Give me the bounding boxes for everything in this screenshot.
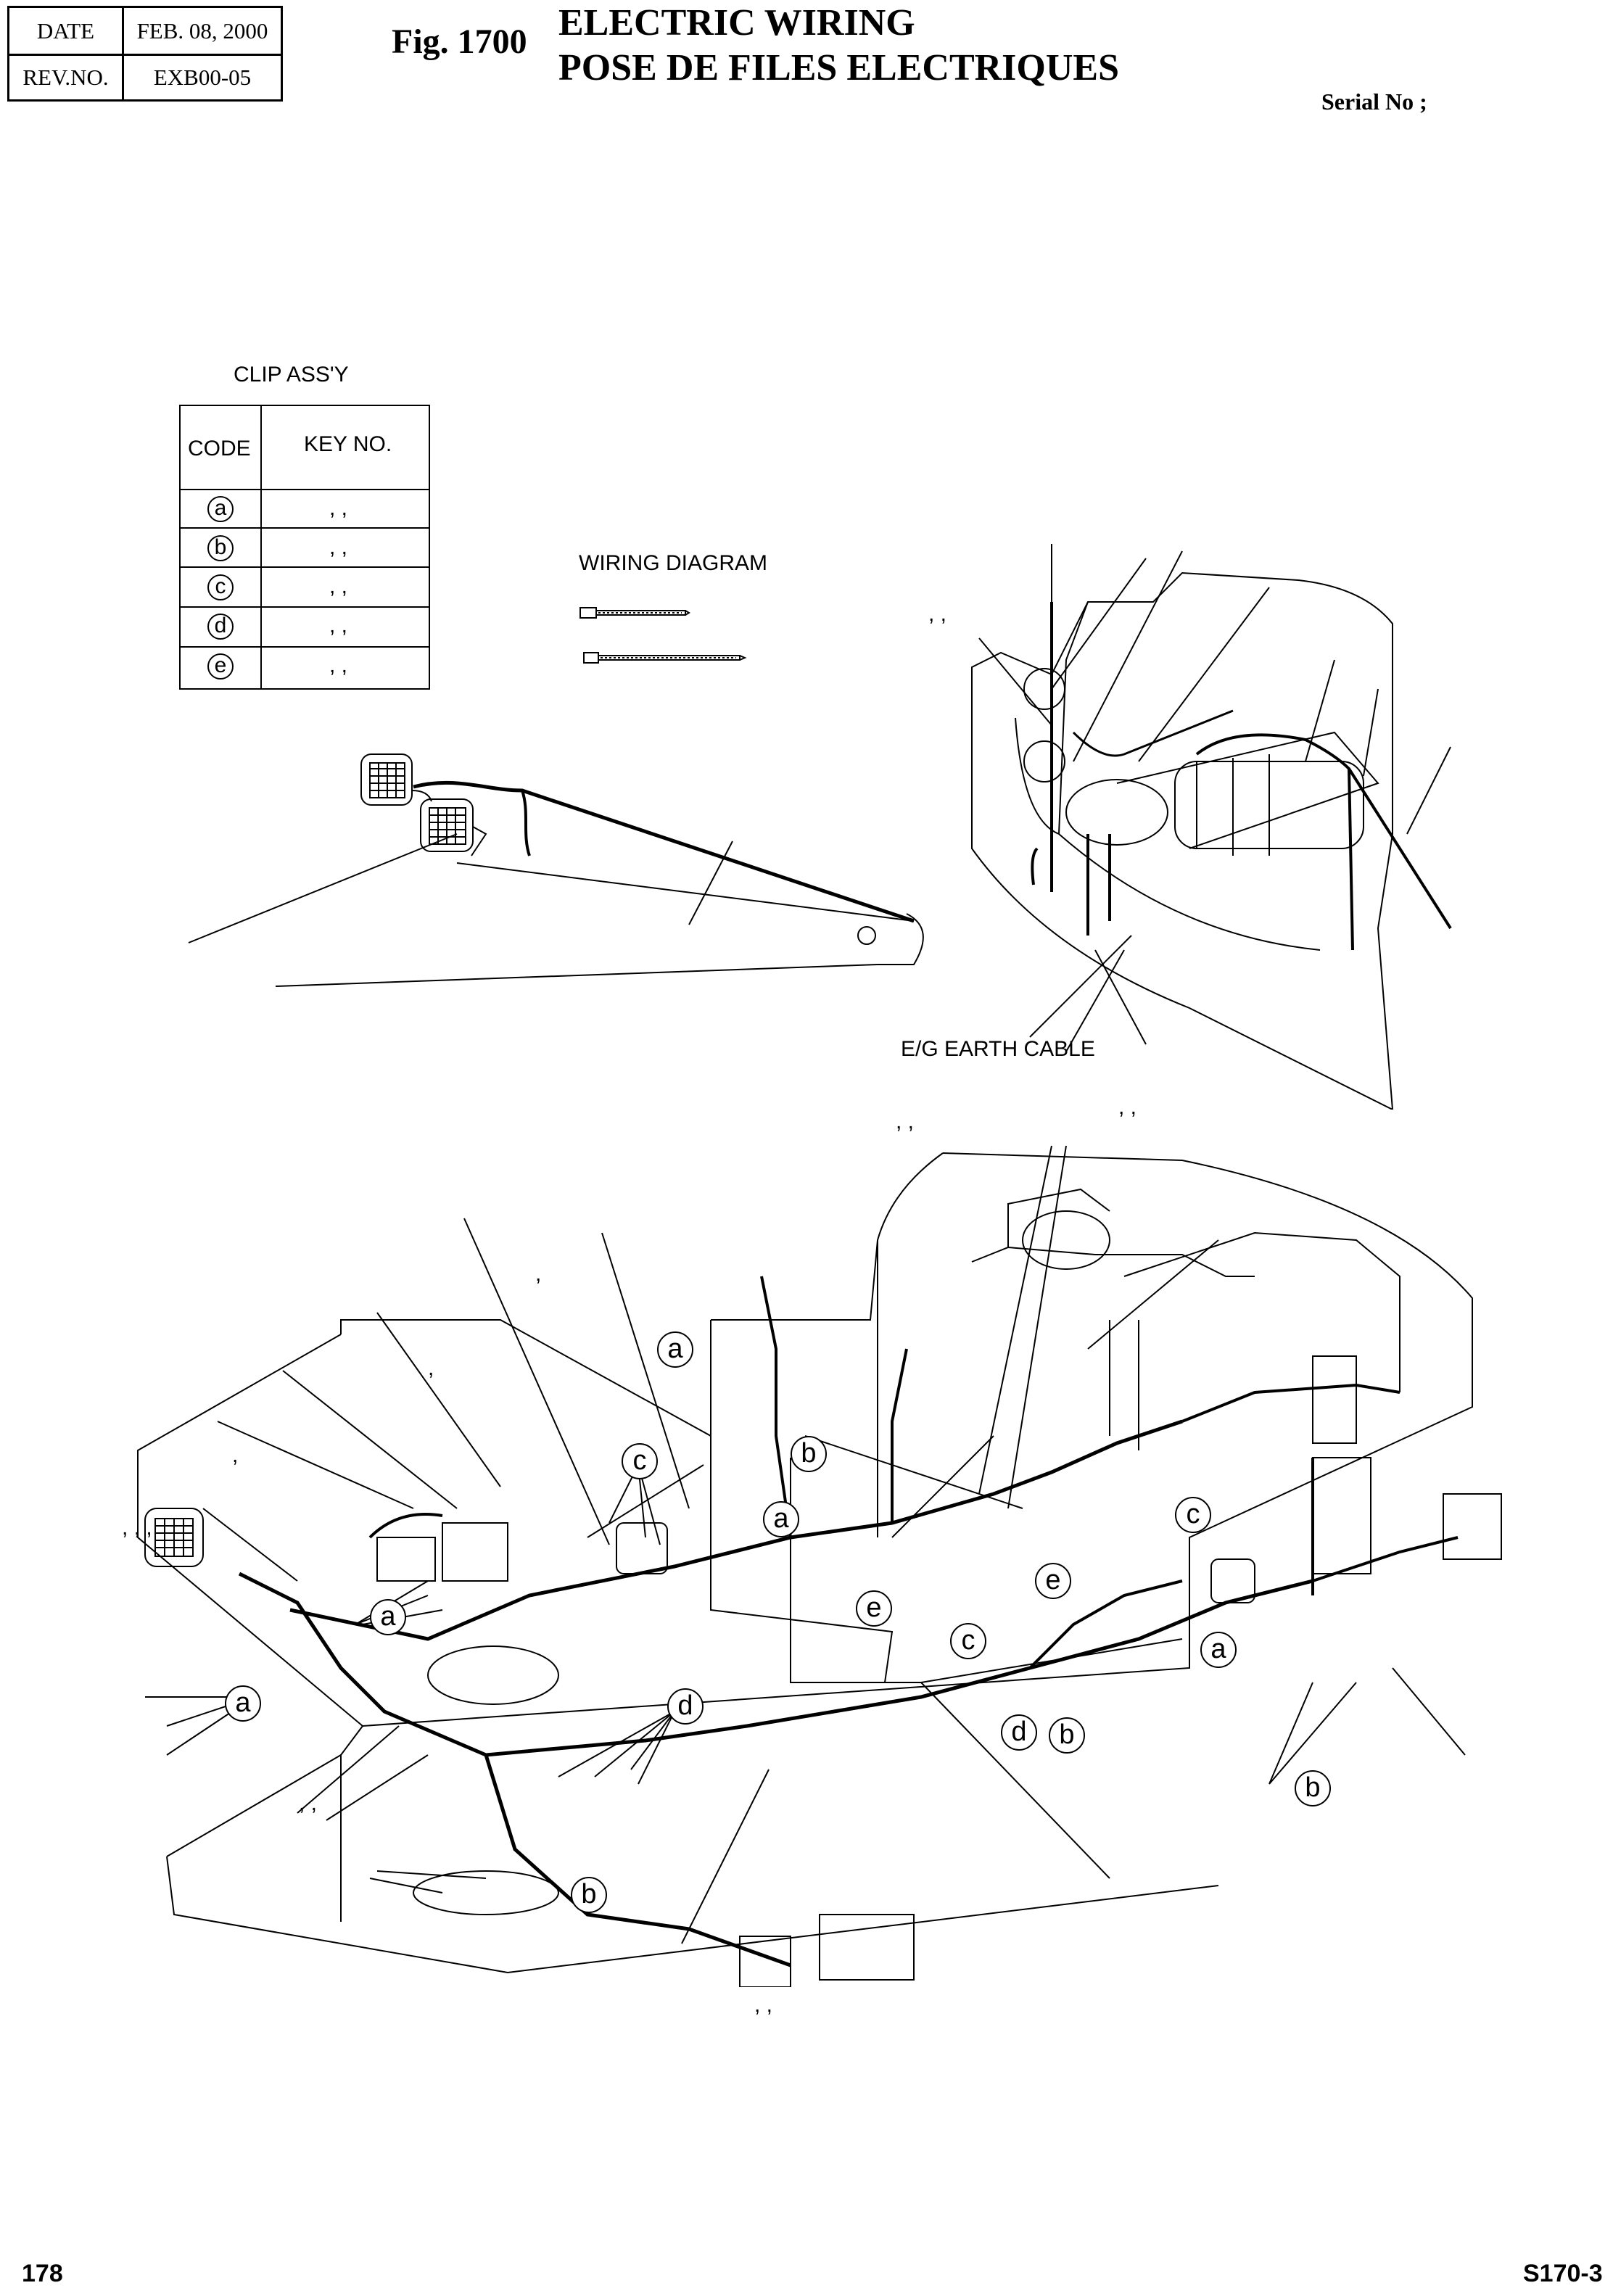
main-frame-harness-illustration	[137, 1145, 1502, 1987]
callout-b: b	[1295, 1770, 1331, 1806]
rev-label: REV.NO.	[22, 65, 109, 90]
rev-value: EXB00-05	[153, 65, 252, 90]
figure-number: Fig. 1700	[392, 22, 527, 61]
part-ref: , ,	[754, 1993, 773, 2017]
part-ref: ,	[232, 1443, 239, 1467]
page-title-french: POSE DE FILES ELECTRIQUES	[558, 47, 1120, 88]
revision-box: DATE FEB. 08, 2000 REV.NO. EXB00-05	[7, 6, 283, 102]
part-ref: , ,	[299, 1791, 318, 1815]
date-label: DATE	[36, 18, 95, 44]
callout-a: a	[370, 1599, 406, 1635]
table-divider	[181, 606, 429, 608]
revision-box-divider	[9, 54, 281, 56]
revision-box-divider	[122, 8, 124, 99]
part-ref-engine-3: , ,	[896, 1110, 915, 1133]
clip-code-b: b	[207, 535, 234, 561]
clip-table-title: CLIP ASS'Y	[234, 363, 349, 387]
clip-code-c: c	[207, 574, 234, 600]
table-divider	[181, 566, 429, 568]
table-divider	[181, 646, 429, 648]
cable-tie-illustration	[579, 607, 747, 664]
page-title: ELECTRIC WIRING	[558, 2, 915, 44]
callout-a: a	[225, 1685, 261, 1722]
clip-key-a: , ,	[329, 496, 348, 520]
clip-key-c: , ,	[329, 574, 348, 598]
callout-c: c	[950, 1623, 986, 1659]
callout-b: b	[571, 1877, 607, 1913]
clip-code-a: a	[207, 496, 234, 522]
clip-table: CODE KEY NO. a , , b , , c , , d , , e ,…	[179, 405, 430, 690]
table-divider	[181, 489, 429, 490]
page-number: 178	[22, 2260, 63, 2287]
date-value: FEB. 08, 2000	[136, 18, 268, 44]
part-ref-engine-1: , ,	[928, 602, 947, 626]
table-header-code: CODE	[188, 437, 251, 461]
callout-b: b	[791, 1436, 827, 1472]
callout-d: d	[667, 1688, 704, 1725]
callout-a: a	[763, 1501, 799, 1537]
clip-code-e: e	[207, 653, 234, 680]
model-code: S170-3	[1523, 2260, 1603, 2287]
part-ref-engine-2: , ,	[1118, 1095, 1137, 1119]
engine-detail-illustration	[971, 544, 1452, 1110]
eg-earth-cable-label: E/G EARTH CABLE	[901, 1037, 1095, 1061]
callout-d: d	[1001, 1714, 1037, 1751]
callout-b: b	[1049, 1717, 1085, 1754]
wiring-diagram-label: WIRING DIAGRAM	[579, 551, 767, 575]
part-ref: ,	[428, 1356, 434, 1380]
serial-number-label: Serial No ;	[1321, 88, 1427, 115]
table-divider	[260, 406, 262, 688]
table-header-key: KEY NO.	[304, 432, 392, 456]
callout-a: a	[1200, 1632, 1237, 1668]
callout-a: a	[657, 1331, 693, 1368]
callout-c: c	[622, 1443, 658, 1479]
callout-c: c	[1175, 1497, 1211, 1533]
callout-e: e	[856, 1590, 892, 1627]
clip-key-e: , ,	[329, 653, 348, 677]
boom-light-illustration	[188, 753, 924, 987]
clip-code-d: d	[207, 614, 234, 640]
clip-key-d: , ,	[329, 614, 348, 637]
table-divider	[181, 527, 429, 529]
callout-e: e	[1035, 1563, 1071, 1599]
part-ref: ,	[535, 1262, 542, 1286]
part-ref: , , ,	[122, 1516, 152, 1540]
clip-key-b: , ,	[329, 535, 348, 559]
